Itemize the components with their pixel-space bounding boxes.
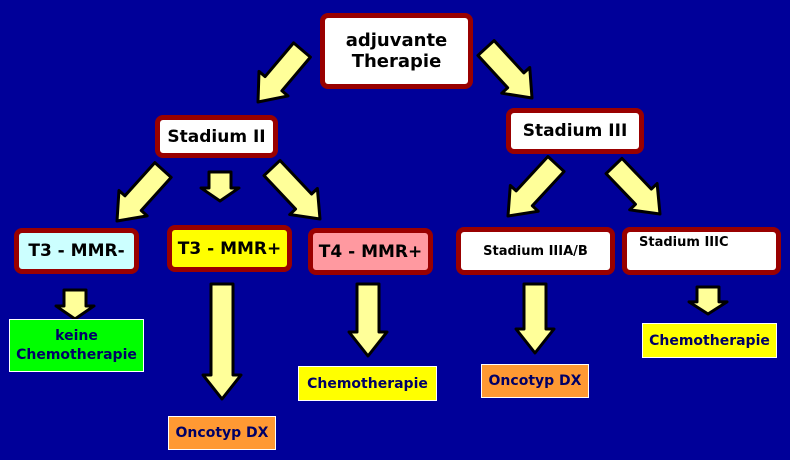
arrow-icon [256, 41, 312, 104]
result-label: Oncotyp DX [488, 373, 582, 389]
node-label: Stadium IIIC [639, 235, 729, 250]
node-label-line2: Therapie [351, 51, 442, 72]
node-adjuvante-therapie: adjuvante Therapie [320, 13, 473, 89]
node-label: T3 - MMR- [28, 241, 125, 261]
node-t4-mmr-pos: T4 - MMR+ [308, 228, 433, 275]
arrow-icon [201, 282, 243, 401]
node-label: T3 - MMR+ [177, 238, 282, 259]
arrow-icon [115, 161, 173, 223]
result-chemotherapie-right: Chemotherapie [642, 323, 777, 358]
result-label: Chemotherapie [649, 332, 770, 349]
node-label: Stadium IIIA/B [483, 243, 588, 259]
result-label: Chemotherapie [307, 375, 428, 392]
node-stadium-iiic: Stadium IIIC [622, 227, 781, 275]
node-label: T4 - MMR+ [318, 241, 423, 262]
arrow-icon [199, 170, 241, 203]
arrow-icon [687, 285, 729, 316]
result-label: Oncotyp DX [175, 425, 269, 441]
node-stadium-ii: Stadium II [155, 115, 278, 158]
node-label: Stadium III [522, 121, 628, 141]
result-label-line1: keine [55, 327, 98, 344]
node-t3-mmr-neg: T3 - MMR- [14, 228, 139, 274]
arrow-icon [514, 282, 556, 355]
node-label-line1: adjuvante [345, 30, 448, 51]
node-stadium-iii: Stadium III [506, 108, 644, 154]
arrow-icon [262, 158, 322, 221]
result-chemotherapie-mid: Chemotherapie [298, 366, 437, 401]
arrow-icon [506, 155, 566, 218]
result-label-line2: Chemotherapie [16, 346, 137, 363]
arrow-icon [604, 156, 662, 216]
result-keine-chemotherapie: keine Chemotherapie [9, 319, 144, 372]
node-stadium-iiiab: Stadium IIIA/B [456, 227, 615, 275]
node-t3-mmr-pos: T3 - MMR+ [167, 225, 292, 272]
arrow-icon [476, 39, 534, 100]
result-oncotyp-dx-right: Oncotyp DX [481, 364, 589, 398]
arrow-icon [347, 282, 389, 358]
result-oncotyp-dx-left: Oncotyp DX [168, 416, 276, 450]
arrow-icon [54, 288, 96, 321]
node-label: Stadium II [167, 126, 266, 147]
